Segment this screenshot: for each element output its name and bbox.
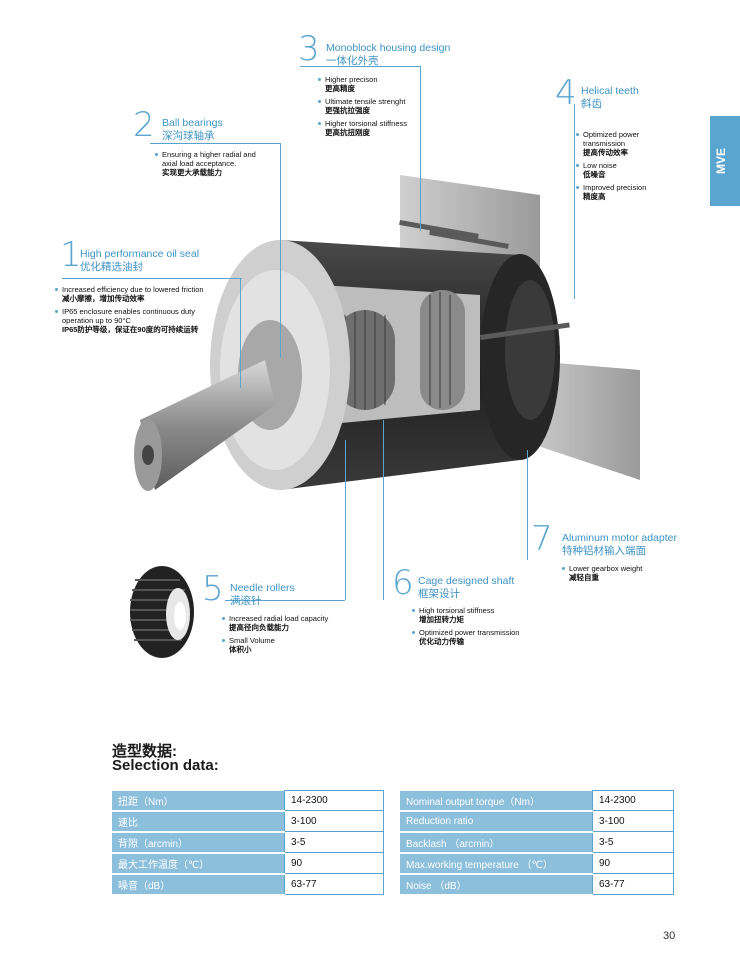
table-row: 扭距（Nm）14-2300 [112, 790, 384, 812]
output-shaft [140, 360, 275, 490]
leader-line-1v [240, 278, 241, 388]
table-row: Max.working temperature （℃）90 [400, 852, 674, 875]
feature-1-title: High performance oil seal 优化精选油封 [80, 248, 199, 274]
leader-line-5 [225, 600, 345, 601]
table-row: Nominal output torque（Nm）14-2300 [400, 790, 674, 812]
feature-1-title-zh: 优化精选油封 [80, 261, 143, 273]
selection-title-en: Selection data: [112, 757, 219, 774]
leader-line-3v [420, 66, 421, 231]
feature-1-number: 1 [60, 235, 82, 275]
table-row: 噪音（dB）63-77 [112, 873, 384, 896]
leader-line-7 [527, 450, 528, 560]
leader-line-5v2 [345, 440, 346, 600]
page-number: 30 [663, 930, 676, 942]
feature-3-title-en: Monoblock housing design [326, 42, 451, 54]
leader-line-1h [62, 278, 242, 279]
leader-line-4 [574, 104, 575, 299]
bolts [399, 219, 570, 340]
feature-7-number: 7 [531, 519, 553, 559]
feature-6-title-zh: 框架设计 [418, 588, 460, 600]
feature-3-number: 3 [298, 29, 320, 69]
leader-line-2v [280, 143, 281, 358]
leader-line-2 [150, 143, 280, 144]
feature-3-title-zh: 一体化外壳 [326, 55, 379, 67]
leader-line-3 [300, 66, 420, 67]
feature-2-bullets: Ensuring a higher radial and axial load … [155, 150, 270, 181]
feature-4-title-en: Helical teeth [581, 85, 639, 97]
selection-title-zh: 造型数据: [112, 743, 177, 760]
table-row: Noise （dB）63-77 [400, 873, 674, 896]
feature-5-title-zh: 满滚针 [230, 595, 262, 607]
list-item: IP65 enclosure enables continuous duty o… [55, 307, 225, 334]
table-row: 背隙（arcmin）3-5 [112, 831, 384, 854]
section-tab: MVE [710, 116, 740, 206]
spec-table-en: Nominal output torque（Nm）14-2300 Reducti… [400, 790, 674, 896]
feature-5-title: Needle rollers 满滚针 [230, 582, 295, 608]
list-item: Increased efficiency due to lowered fric… [55, 285, 225, 303]
feature-6-title-en: Cage designed shaft [418, 575, 515, 587]
feature-1-bullets: Increased efficiency due to lowered fric… [55, 285, 225, 338]
table-row: Backlash （arcmin）3-5 [400, 831, 674, 854]
feature-5-number: 5 [202, 569, 224, 609]
feature-7-title-en: Aluminum motor adapter [562, 532, 677, 544]
feature-2-title: Ball bearings 深沟球轴承 [162, 117, 223, 143]
feature-5-title-en: Needle rollers [230, 582, 295, 594]
feature-2-number: 2 [133, 105, 155, 145]
gearbox-illustration [134, 175, 640, 491]
needle-roller-illustration [130, 566, 194, 658]
feature-3-title: Monoblock housing design 一体化外壳 [326, 42, 450, 68]
feature-4-number: 4 [555, 73, 577, 113]
feature-2-title-en: Ball bearings [162, 117, 223, 129]
table-row: 最大工作温度（℃）90 [112, 852, 384, 875]
leader-line-6 [383, 420, 384, 600]
feature-1-title-en: High performance oil seal [80, 248, 200, 260]
feature-7-title: Aluminum motor adapter 特种铝材输入端面 [562, 532, 677, 558]
feature-2-title-zh: 深沟球轴承 [162, 130, 215, 142]
feature-6-number: 6 [392, 563, 414, 603]
feature-6-title: Cage designed shaft 框架设计 [418, 575, 514, 601]
section-tab-label: MVE [714, 147, 728, 174]
list-item: Ensuring a higher radial and axial load … [155, 150, 270, 177]
feature-4-title-zh: 斜齿 [581, 98, 602, 110]
feature-7-title-zh: 特种铝材输入端面 [562, 545, 646, 557]
helical-gear [420, 290, 465, 410]
feature-4-title: Helical teeth 斜齿 [581, 85, 639, 111]
